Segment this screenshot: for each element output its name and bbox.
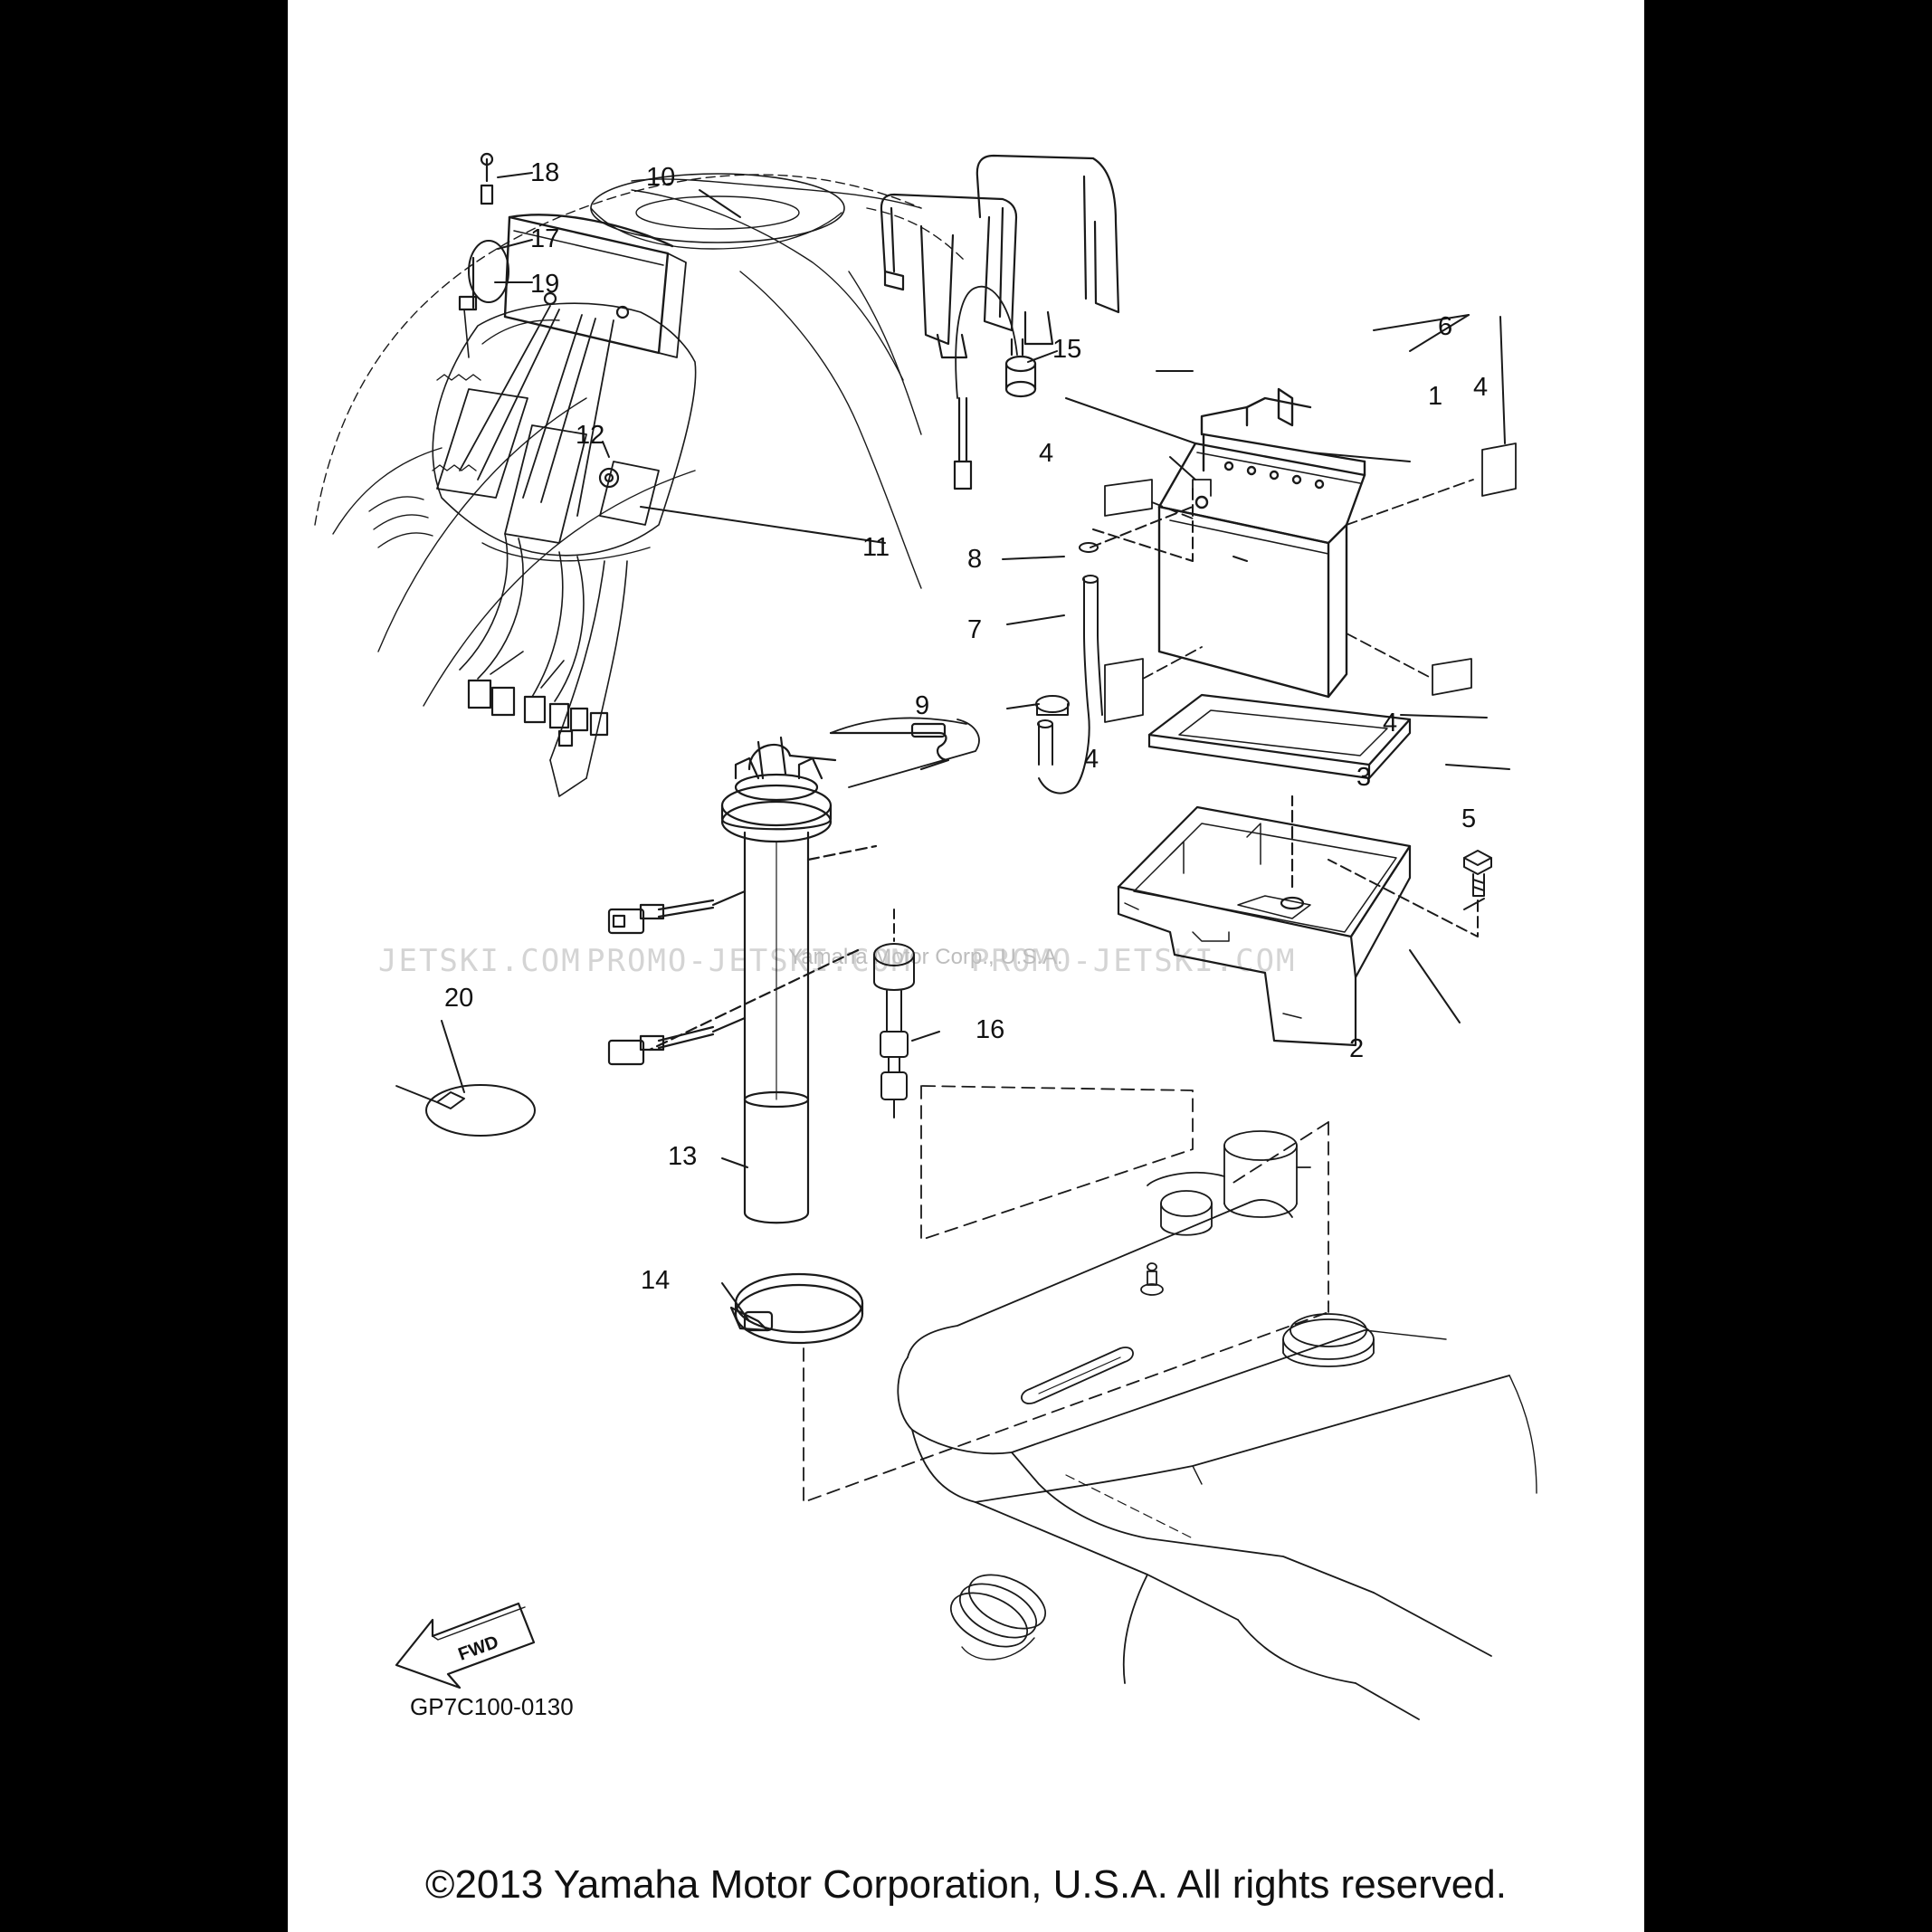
callout-5: 5 — [1461, 804, 1476, 833]
callout-12: 12 — [576, 421, 604, 450]
steering-cover-assembly — [314, 173, 967, 797]
callout-18: 18 — [530, 158, 559, 187]
sensor-15 — [953, 285, 1037, 490]
watermark-right: PROMO-JETSKI.COM — [971, 943, 1297, 979]
cable-tie-20 — [395, 1084, 536, 1137]
callout-19: 19 — [530, 270, 559, 299]
bolt-5 — [1328, 850, 1492, 937]
watermark-credit: Yamaha Motor Corp., U.S.A. — [788, 945, 1063, 969]
callout-4d: 4 — [1084, 745, 1099, 774]
battery-1 — [1157, 387, 1366, 699]
battery-pad-3 — [1147, 693, 1412, 780]
leader-lines — [441, 172, 1510, 1322]
callout-10: 10 — [646, 163, 675, 192]
callout-9: 9 — [915, 691, 929, 720]
vent-hose-7-8-9 — [1035, 488, 1194, 795]
callout-4b: 4 — [1039, 439, 1053, 468]
fwd-label: FWD — [456, 1632, 501, 1665]
callout-15: 15 — [1052, 335, 1081, 364]
callout-17: 17 — [530, 224, 559, 253]
callout-3: 3 — [1356, 763, 1371, 792]
callout-20: 20 — [444, 984, 473, 1013]
parts-diagram: JETSKI.COM PROMO-JETSKI.COM PROMO-JETSKI… — [314, 152, 1537, 1720]
callouts: 1 2 3 4 4 4 4 5 6 7 8 9 10 11 12 13 14 1… — [410, 158, 1488, 1720]
fuel-sender-13 — [607, 717, 980, 1224]
battery-strap-6 — [880, 154, 1120, 359]
watermark-left: JETSKI.COM — [378, 943, 582, 979]
label-4 — [1104, 443, 1517, 723]
callout-4c: 4 — [1383, 709, 1397, 738]
fwd-arrow — [395, 1602, 536, 1689]
callout-4a: 4 — [1473, 373, 1488, 402]
callout-11: 11 — [862, 533, 890, 562]
battery-box-2 — [1117, 795, 1412, 1047]
clamp-17-18-19 — [458, 152, 509, 358]
watermark: JETSKI.COM PROMO-JETSKI.COM PROMO-JETSKI… — [378, 943, 1297, 979]
callout-6: 6 — [1438, 312, 1452, 341]
callout-16: 16 — [976, 1015, 1004, 1044]
watermark-middle: PROMO-JETSKI.COM — [586, 943, 912, 979]
callout-8: 8 — [967, 545, 982, 574]
callout-14: 14 — [641, 1266, 670, 1295]
callout-1: 1 — [1428, 382, 1442, 411]
fuel-tank-hull — [803, 1085, 1537, 1720]
callout-13: 13 — [668, 1142, 697, 1171]
part-code: GP7C100-0130 — [410, 1693, 574, 1720]
sender-16 — [873, 909, 915, 1118]
hose-clamp-14 — [729, 1272, 864, 1345]
diagram-sheet: JETSKI.COM PROMO-JETSKI.COM PROMO-JETSKI… — [288, 0, 1644, 1932]
callout-2: 2 — [1349, 1034, 1364, 1063]
callout-7: 7 — [967, 615, 982, 644]
copyright-notice: ©2013 Yamaha Motor Corporation, U.S.A. A… — [425, 1862, 1507, 1907]
